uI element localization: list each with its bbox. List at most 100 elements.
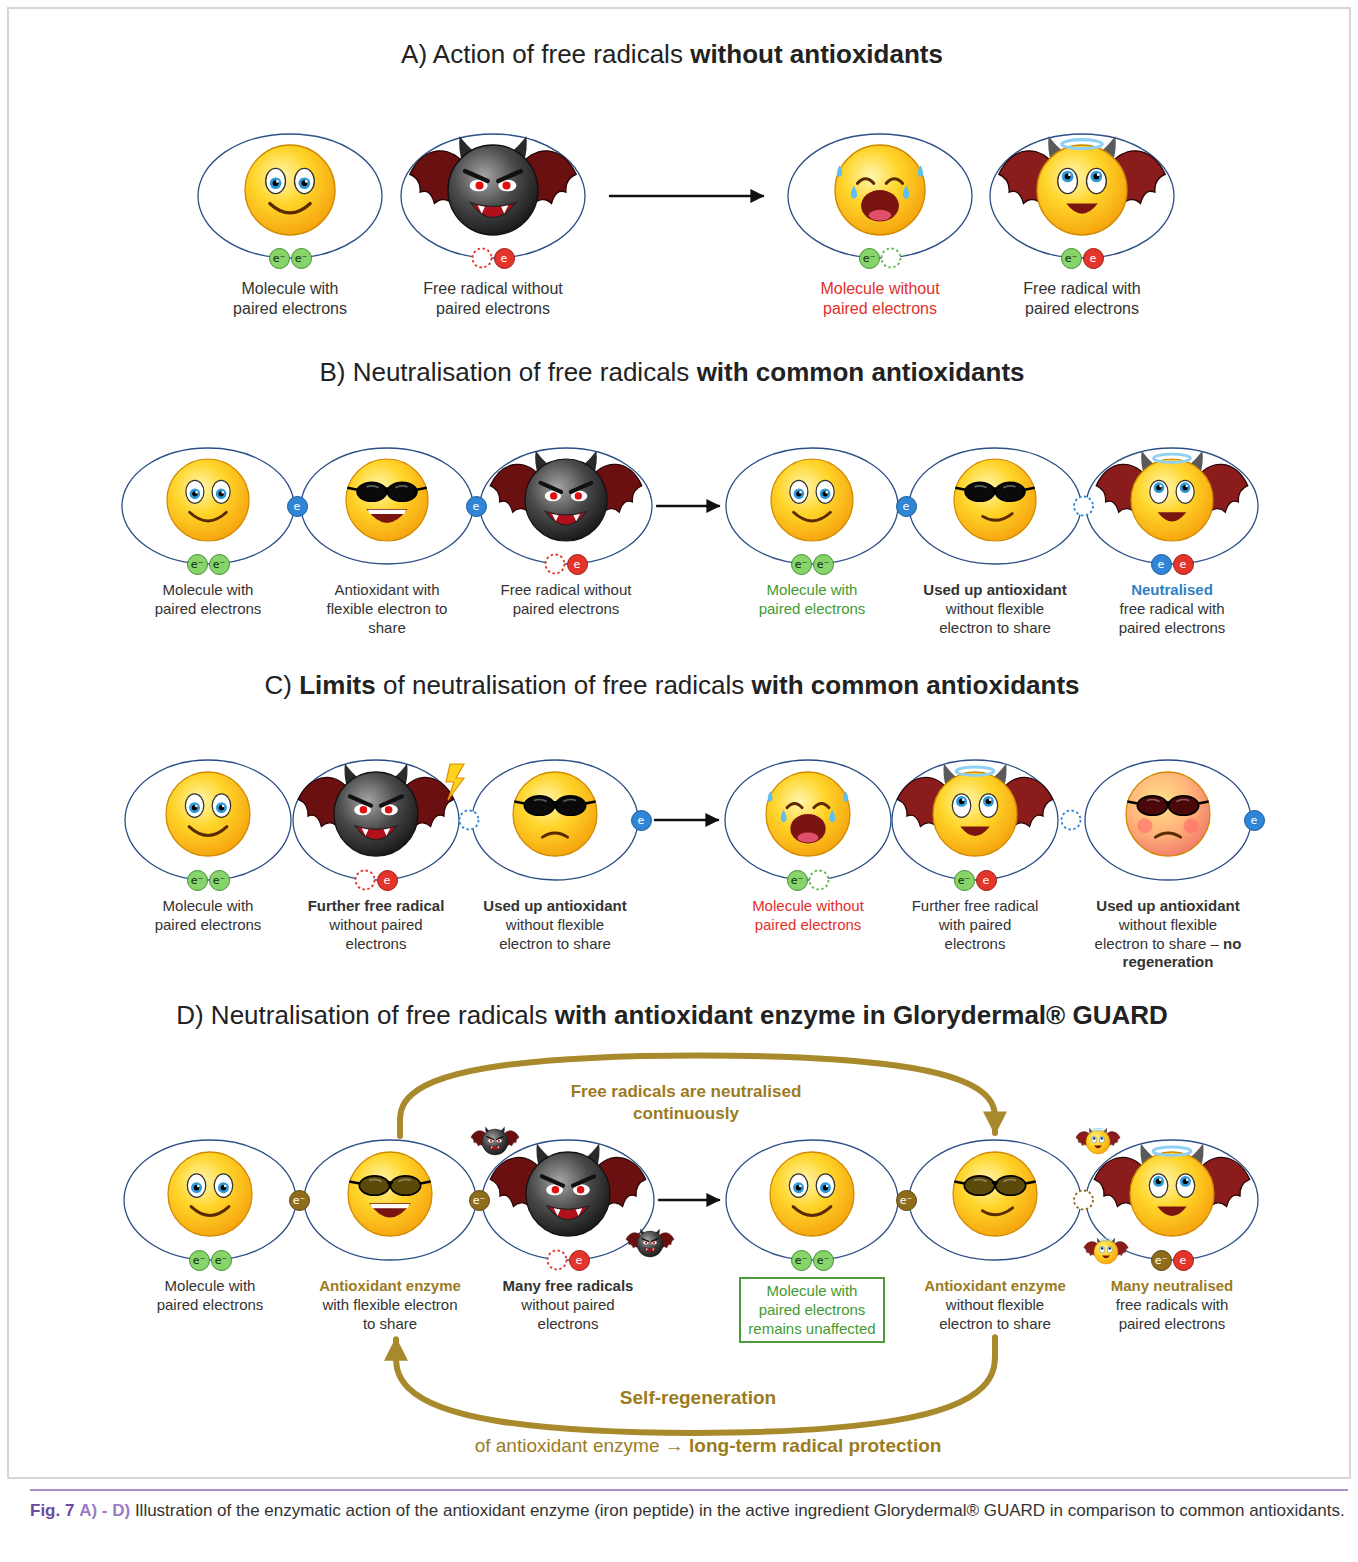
emoji-node: Many neutralisedfree radicals with paire… xyxy=(1085,1139,1259,1333)
node-label: Molecule with paired electrons xyxy=(123,1277,297,1315)
mouth xyxy=(270,204,311,213)
eyebrow xyxy=(542,1176,563,1185)
eye-iris xyxy=(1180,1176,1191,1187)
text: without antioxidants xyxy=(690,39,943,69)
ellipse-border xyxy=(990,134,1174,258)
text: Molecule with paired electrons remains u… xyxy=(748,1282,875,1337)
sunglass-temple xyxy=(1025,1181,1036,1183)
text: B) Neutralisation of free radicals xyxy=(319,357,689,387)
sunglass-bridge xyxy=(385,489,390,490)
figure-frame xyxy=(8,8,1350,1478)
electron-label: e⁻ xyxy=(187,870,208,891)
eye-iris xyxy=(1180,482,1191,493)
electron-label: e⁻ xyxy=(896,1190,917,1211)
sunglass-temple xyxy=(1127,801,1138,803)
emoji-face xyxy=(999,136,1166,235)
closed-eye xyxy=(858,179,874,184)
text: Neutralised xyxy=(1131,581,1213,598)
eye-pupil xyxy=(822,491,827,496)
node-label: Used up antioxidantwithout flexible elec… xyxy=(471,897,639,953)
electron-label: e xyxy=(1173,1250,1194,1271)
mouth xyxy=(1157,1207,1186,1216)
mouth xyxy=(960,827,989,836)
node-label: Used up antioxidantwithout flexible elec… xyxy=(1084,897,1252,972)
eye-white xyxy=(789,1174,807,1198)
ellipse-outline xyxy=(303,1139,477,1261)
lightning-bolt xyxy=(446,764,464,800)
text-line: Antioxidant with flexible electron to sh… xyxy=(317,581,457,637)
node-label: Molecule with paired electrons xyxy=(124,897,292,935)
text: without flexible electron to share xyxy=(939,600,1051,636)
ellipse-border xyxy=(726,1140,898,1260)
ellipse-outline xyxy=(292,759,460,881)
emoji-face xyxy=(166,772,250,856)
face-disc xyxy=(954,459,1036,541)
sunglass-bridge xyxy=(992,1182,997,1183)
text: Further free radical xyxy=(308,897,445,914)
mouth xyxy=(1158,512,1187,521)
text: long-term radical protection xyxy=(689,1435,941,1456)
emoji-node: Antioxidant enzymewith flexible electron… xyxy=(303,1139,477,1333)
eye-glint xyxy=(799,1185,802,1188)
eye-glint xyxy=(1104,1242,1117,1255)
electron-label: e xyxy=(377,870,398,891)
tear xyxy=(843,791,848,802)
eye-iris xyxy=(385,806,393,814)
text-line: A) Action of free radicalswithout antiox… xyxy=(72,38,1272,72)
eye-white xyxy=(187,1174,205,1198)
eye-white xyxy=(1149,1174,1167,1198)
electron-label: e xyxy=(569,1250,590,1271)
fang xyxy=(652,1248,654,1250)
eye-glint xyxy=(1088,1132,1101,1145)
fang xyxy=(384,828,391,836)
eye-pupil xyxy=(823,1185,828,1190)
eye-white xyxy=(1150,480,1168,503)
ellipse-outline xyxy=(891,759,1059,881)
text: Antioxidant enzyme xyxy=(319,1277,461,1294)
text: Many free radicals xyxy=(503,1277,634,1294)
ellipse-border xyxy=(1085,760,1251,880)
face-disc xyxy=(770,1152,854,1236)
text-line: Neutralised xyxy=(1085,581,1259,600)
electron-label: e⁻ xyxy=(813,1250,834,1271)
electron-label: e⁻ xyxy=(291,248,312,269)
text-line: Molecule without paired electrons xyxy=(741,897,876,935)
tongue xyxy=(798,832,819,842)
reaction-arrow xyxy=(657,505,719,508)
text-line: without flexible electron to share xyxy=(933,1296,1058,1334)
face-disc xyxy=(346,459,428,541)
label-block: A) Action of free radicalswithout antiox… xyxy=(72,38,1272,72)
eye-white xyxy=(1176,480,1194,503)
emoji-node: Antioxidant with flexible electron to sh… xyxy=(300,447,474,637)
eye-glint xyxy=(1186,485,1188,487)
emoji-node: Molecule with paired electrons xyxy=(725,447,899,619)
text-line: Molecule with paired electrons xyxy=(226,279,354,319)
eye-white xyxy=(790,480,808,503)
eye-white xyxy=(1092,1136,1097,1143)
edge-label: Self-regeneration xyxy=(548,1386,848,1411)
text-line: Further free radical with paired electro… xyxy=(909,897,1041,953)
text-line: B) Neutralisation of free radicalswith c… xyxy=(72,356,1272,390)
eye-iris xyxy=(956,796,967,807)
eye-pupil xyxy=(192,805,197,810)
emoji-node: Molecule without paired electrons xyxy=(724,759,892,935)
node-label: Free radical without paired electrons xyxy=(400,279,586,319)
node-label: Many neutralisedfree radicals with paire… xyxy=(1085,1277,1259,1333)
eyebrow xyxy=(573,1176,594,1185)
text: Free radical without paired electrons xyxy=(501,581,632,617)
eye-glint xyxy=(1159,485,1161,487)
eye-iris xyxy=(498,1140,500,1142)
ellipse-border xyxy=(301,448,473,564)
eye-glint xyxy=(305,180,308,183)
sunglass-temple xyxy=(1198,801,1209,803)
sunglass-lens xyxy=(387,482,417,501)
text-line: Free radical without paired electrons xyxy=(491,581,641,619)
lens-glint xyxy=(1147,799,1160,801)
eye-pupil xyxy=(1065,174,1071,180)
sunglass-lens xyxy=(964,1176,994,1195)
fang xyxy=(576,1208,583,1216)
electron-label: e⁻ xyxy=(189,1250,210,1271)
mouth xyxy=(367,509,408,523)
emoji-face xyxy=(167,459,249,541)
